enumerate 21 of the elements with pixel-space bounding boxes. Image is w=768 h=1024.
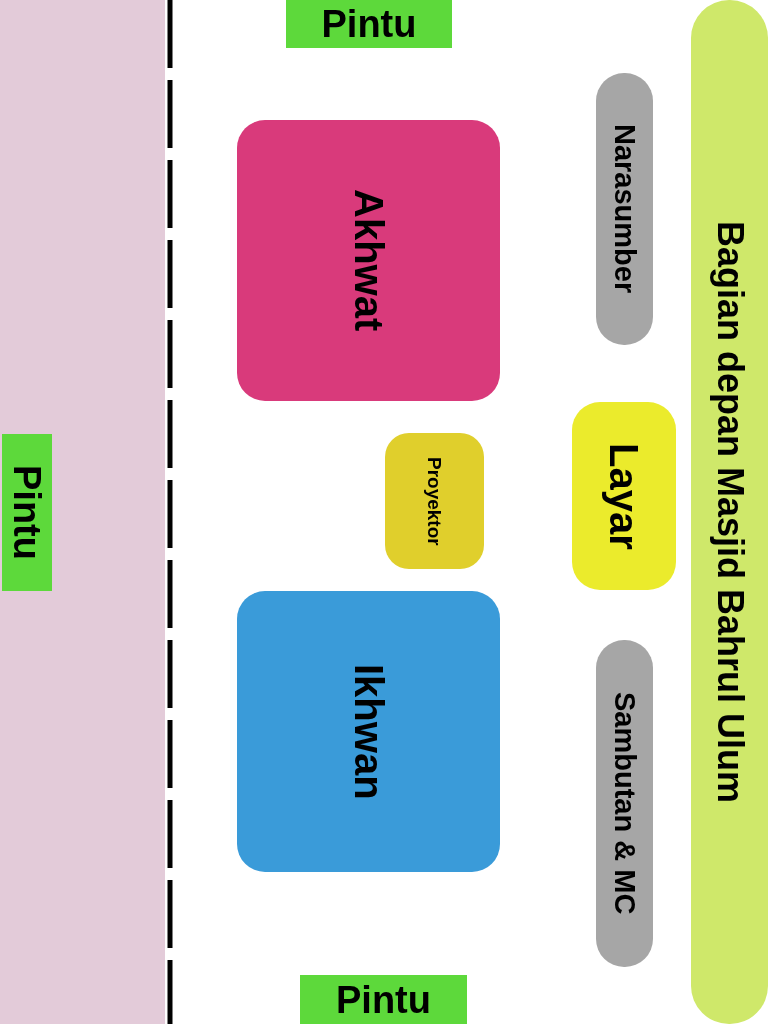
area-label: Layar bbox=[604, 442, 644, 550]
area-label: Narasumber bbox=[610, 124, 639, 294]
area-label: Ikhwan bbox=[348, 663, 389, 800]
area-label: Pintu bbox=[8, 464, 46, 560]
seating-area bbox=[237, 591, 500, 872]
screen-area bbox=[572, 402, 676, 590]
outer-area bbox=[0, 0, 165, 1024]
seating-area bbox=[237, 120, 500, 401]
area-label: Sambutan & MC bbox=[610, 692, 639, 915]
area-label: Akhwat bbox=[348, 189, 389, 332]
speaker-area bbox=[596, 640, 653, 967]
area-label: Proyektor bbox=[425, 456, 444, 546]
area-label: Pintu bbox=[336, 980, 431, 1019]
door-marker bbox=[286, 0, 452, 48]
door-marker bbox=[300, 975, 467, 1024]
area-label: Pintu bbox=[321, 5, 417, 43]
front-area bbox=[691, 0, 768, 1024]
area-label: Bagian depan Masjid Bahrul Ulum bbox=[711, 220, 748, 804]
speaker-area bbox=[596, 73, 653, 345]
projector-area bbox=[385, 433, 484, 569]
door-marker bbox=[2, 433, 52, 591]
